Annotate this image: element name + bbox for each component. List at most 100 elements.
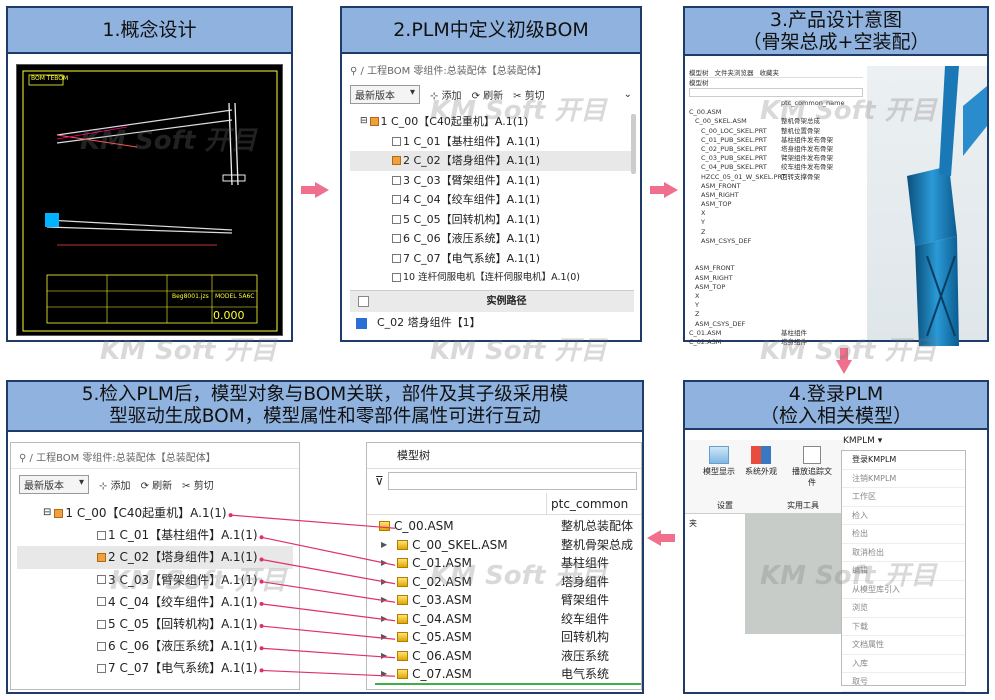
menu-item-browse[interactable]: 浏览 (842, 599, 965, 618)
version-select[interactable]: 最新版本▾ (19, 475, 89, 494)
tree-filter-input[interactable] (689, 88, 863, 97)
model-tree-row[interactable]: ASM_TOP (689, 283, 863, 292)
tree-row[interactable]: 3 C_03【臂架组件】A.1(1) (350, 171, 632, 191)
model-row-name: C_00_SKEL.ASM (412, 537, 508, 552)
menu-item-logout[interactable]: 注销KMPLM (842, 470, 965, 488)
cut-button[interactable]: ✂ 剪切 (182, 477, 214, 492)
model-tree-row[interactable] (689, 246, 863, 255)
model-tree-row[interactable]: C_00.ASM (689, 108, 863, 117)
refresh-button[interactable]: ⟳ 刷新 (141, 477, 173, 492)
expand-arrow-icon[interactable]: ▶ (381, 632, 388, 641)
tree-row[interactable]: 1 C_01【基柱组件】A.1(1) (350, 132, 632, 152)
menu-item-login[interactable]: 登录KMPLM (842, 451, 965, 470)
model-tree-row[interactable]: Y (689, 301, 863, 310)
tree-row[interactable]: 1 C_01【基柱组件】A.1(1) (17, 524, 293, 546)
tree-row[interactable]: 3 C_03【臂架组件】A.1(1) (17, 569, 293, 591)
tree-row[interactable]: 6 C_06【液压系统】A.1(1) (17, 635, 293, 657)
expand-arrow-icon[interactable]: ▶ (381, 613, 388, 623)
grid-row[interactable]: C_02 塔身组件【1】 (350, 312, 634, 334)
menu-item-download[interactable]: 下载 (842, 618, 965, 636)
expand-arrow-icon[interactable]: ▶ (381, 558, 388, 567)
add-button[interactable]: ⊹ 添加 (99, 477, 131, 492)
model-tree-row[interactable]: ASM_TOP (689, 200, 863, 209)
model-tree-row[interactable]: X (689, 209, 863, 218)
filter-input[interactable] (387, 472, 637, 490)
system-appearance-button[interactable]: 系统外观 (741, 446, 781, 477)
menu-item-edit[interactable]: 编辑 (842, 562, 965, 581)
tab-folder-browser[interactable]: 文件夹浏览器 (714, 69, 754, 77)
vertical-scrollbar[interactable] (631, 114, 636, 174)
expand-arrow-icon[interactable]: ▶ (381, 539, 388, 549)
tree-row-root[interactable]: ⊟1 C_00【C40起重机】A.1(1) (350, 112, 632, 132)
model-tree-row[interactable]: ASM_RIGHT (689, 191, 863, 200)
tree-row[interactable]: 7 C_07【电气系统】A.1(1) (17, 657, 293, 679)
model-tree-row[interactable]: ASM_CSYS_DEF (689, 237, 863, 246)
tab-favorites[interactable]: 收藏夹 (759, 69, 780, 77)
menu-item-import-library[interactable]: 从模型库引入 (842, 581, 965, 599)
tree-row-selected[interactable]: 2 C_02【塔身组件】A.1(1) (17, 546, 293, 569)
menu-item-doc-properties[interactable]: 文档属性 (842, 636, 965, 655)
select-all-checkbox[interactable] (358, 296, 369, 307)
model-tree-row[interactable]: ASM_CSYS_DEF (689, 320, 863, 329)
model-tree-row[interactable]: X (689, 292, 863, 301)
menu-item-workspace[interactable]: 工作区 (842, 488, 965, 507)
filter-icon[interactable]: ⊽ (375, 474, 384, 488)
tree-row[interactable]: 7 C_07【电气系统】A.1(1) (350, 249, 632, 269)
graphics-area[interactable] (745, 514, 841, 634)
tree-row[interactable]: 5 C_05【回转机构】A.1(1) (350, 210, 632, 230)
play-trail-button[interactable]: 播放追踪文件 (789, 446, 835, 488)
add-button[interactable]: ⊹ 添加 (430, 87, 462, 102)
refresh-button[interactable]: ⟳ 刷新 (472, 87, 504, 102)
tree-row[interactable]: 6 C_06【液压系统】A.1(1) (350, 229, 632, 249)
menu-item-checkin[interactable]: 检入 (842, 507, 965, 525)
tree-row[interactable]: 5 C_05【回转机构】A.1(1) (17, 613, 293, 635)
model-display-button[interactable]: 模型显示 (699, 446, 739, 477)
tree-row-selected[interactable]: 2 C_02【塔身组件】A.1(1) (350, 151, 632, 171)
cut-button[interactable]: ✂ 剪切 (513, 87, 545, 102)
tree-row[interactable]: 4 C_04【绞车组件】A.1(1) (17, 591, 293, 613)
expand-arrow-icon[interactable]: ▶ (381, 595, 388, 604)
tree-row[interactable]: 4 C_04【绞车组件】A.1(1) (350, 190, 632, 210)
row-checkbox[interactable] (356, 317, 367, 329)
model-tree-row[interactable]: Z (689, 228, 863, 237)
part-icon (97, 530, 106, 540)
menu-item-checkout[interactable]: 检出 (842, 525, 965, 544)
model-tree-row[interactable] (689, 255, 863, 264)
kmplm-menu-title[interactable]: KMPLM ▾ (843, 436, 882, 446)
model-tree-row[interactable]: Y (689, 218, 863, 227)
model-tree-row[interactable]: ASM_FRONT (689, 264, 863, 273)
tab-model-tree[interactable]: 模型树 (689, 69, 709, 77)
menu-item-get-number[interactable]: 取号 (842, 673, 965, 692)
version-select[interactable]: 最新版本▾ (350, 85, 420, 104)
model-tree-pane: 模型树 文件夹浏览器 收藏夹 模型树 ptc_common_name C_00.… (685, 66, 867, 346)
menu-item-cancel-checkout[interactable]: 取消检出 (842, 544, 965, 562)
model-tree-row[interactable]: Z (689, 310, 863, 319)
menu-item-store[interactable]: 入库 (842, 655, 965, 673)
collapse-icon[interactable]: ⌄ (623, 89, 632, 100)
expand-arrow-icon[interactable]: ▶ (381, 576, 388, 586)
model-tree-row[interactable]: ASM_RIGHT (689, 274, 863, 283)
expand-arrow-icon[interactable]: ▶ (381, 669, 388, 678)
model-tree-row[interactable]: ASM_FRONT (689, 182, 863, 191)
tree-row[interactable]: 10 连杆伺服电机【连杆伺服电机】A.1(0) (350, 268, 632, 288)
expand-arrow-icon[interactable]: ▶ (381, 650, 388, 660)
tree-row-root[interactable]: ⊟1 C_00【C40起重机】A.1(1) (17, 502, 293, 524)
3d-viewport[interactable] (867, 66, 987, 346)
